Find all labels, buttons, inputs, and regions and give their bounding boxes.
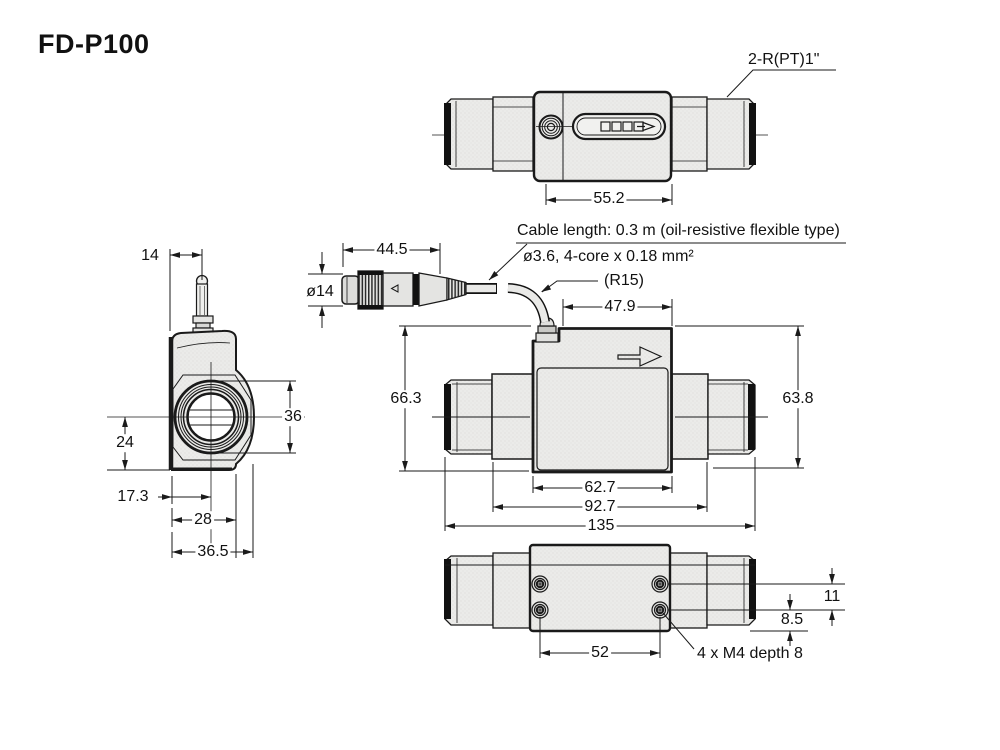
side-view <box>107 274 305 558</box>
dim-bottom-hole-pitch: 52 <box>589 644 611 662</box>
top-view <box>432 90 768 183</box>
dim-bottom-hole-row-offset: 11 <box>821 588 843 606</box>
dim-side-body-width: 28 <box>192 511 214 529</box>
thread-spec-label: 2-R(PT)1" <box>748 51 820 68</box>
dim-bottom-hole-edge-offset: 8.5 <box>778 611 806 629</box>
dim-front-top-width: 47.9 <box>602 298 638 316</box>
front-view <box>341 270 768 474</box>
dim-side-stem-offset: 14 <box>141 247 159 265</box>
connector-key-mark <box>390 284 399 293</box>
cable-length-note: Cable length: 0.3 m (oil-resistive flexi… <box>517 222 840 239</box>
page-title: FD-P100 <box>38 29 150 59</box>
dimension-lines <box>107 69 846 658</box>
dim-connector-length: 44.5 <box>374 241 410 259</box>
dim-front-across-hex: 92.7 <box>582 498 618 516</box>
dim-front-overall-height: 66.3 <box>388 390 424 408</box>
dim-top-body-width: 55.2 <box>591 190 627 208</box>
flow-arrow-icon <box>617 346 663 367</box>
bottom-view <box>444 543 756 633</box>
dim-front-overall-length: 135 <box>585 517 617 535</box>
gland-top-rings <box>538 114 564 140</box>
dim-side-edge-to-center: 17.3 <box>115 488 151 506</box>
bend-radius-label: (R15) <box>603 272 645 290</box>
dim-front-body-width: 62.7 <box>582 479 618 497</box>
dim-side-overall-width: 36.5 <box>195 543 231 561</box>
m12-connector <box>341 270 467 310</box>
cable-spec-note: ø3.6, 4-core x 0.18 mm² <box>523 248 694 265</box>
dim-front-pipe-height: 63.8 <box>780 390 816 408</box>
display-window <box>571 112 667 141</box>
dim-connector-dia: ø14 <box>304 283 336 301</box>
mounting-holes <box>531 575 669 619</box>
mounting-holes-note: 4 x M4 depth 8 <box>697 645 803 662</box>
dim-side-port-dia: 36 <box>282 408 304 426</box>
dim-side-center-to-bottom: 24 <box>114 434 136 452</box>
